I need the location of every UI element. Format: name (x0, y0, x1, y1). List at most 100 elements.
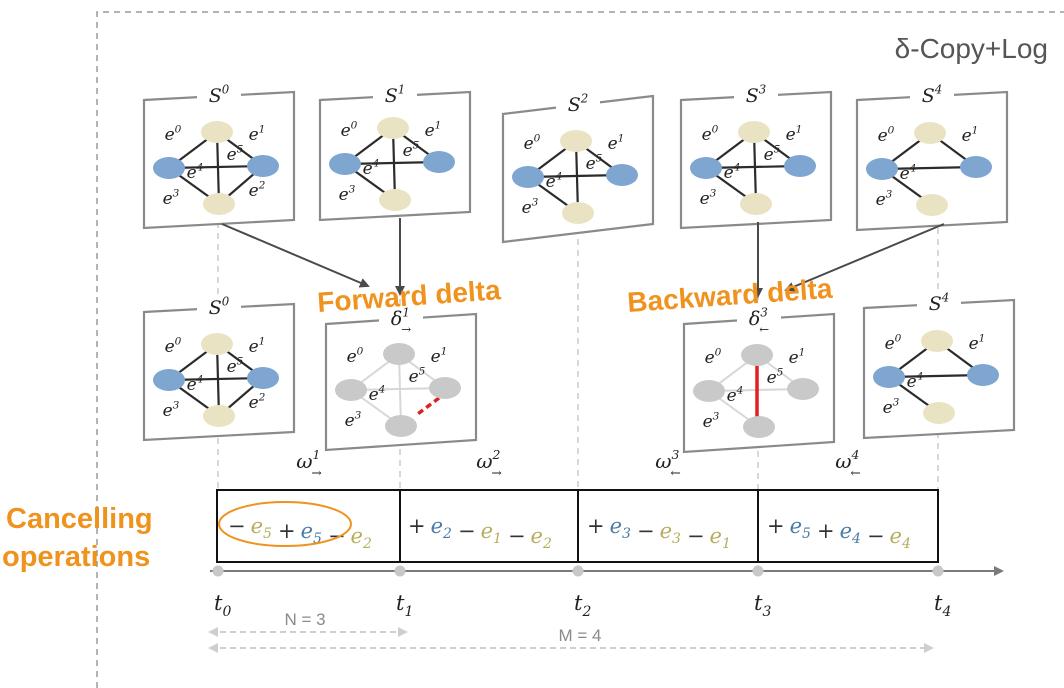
graph-node-left (335, 379, 367, 401)
edge-label: e1 (789, 346, 806, 368)
edge-label: e0 (878, 124, 895, 146)
edge-label: e0 (165, 335, 182, 357)
snapshot-frame (501, 94, 655, 244)
outer-dashed-frame (96, 11, 1064, 688)
title-backdrop (373, 82, 417, 104)
tick-label-3: t3 (754, 591, 771, 620)
edge-label: e5 (409, 365, 426, 387)
span-n-label: N = 3 (284, 610, 325, 629)
edge-label: e0 (702, 123, 719, 145)
edge-label: e0 (524, 132, 541, 154)
snapshot-title: S3 (746, 82, 767, 107)
snapshot-frame (142, 90, 296, 230)
snapshot-frame (142, 302, 296, 442)
graph-node-bottom (203, 405, 235, 427)
edge-label: e4 (724, 161, 741, 183)
diagram-title: δ-Copy+Log (895, 33, 1048, 64)
edge-label: e0 (347, 345, 364, 367)
log-table (216, 489, 939, 563)
graph-node-left (693, 380, 725, 402)
graph-node-right (247, 367, 279, 389)
snapshot-title: S0 (209, 82, 230, 107)
graph-node-left (873, 366, 905, 388)
snapshot-frame (855, 90, 1009, 232)
graph-node-top (201, 121, 233, 143)
deleted-edge-e2 (413, 396, 441, 418)
arrow-s4-to-delta3 (784, 223, 945, 292)
graph-node-bottom (923, 402, 955, 424)
tick-label-0: t0 (214, 591, 231, 620)
graph-node-top (921, 330, 953, 352)
edge-label: e1 (249, 123, 266, 145)
snapshot-title: S0 (209, 294, 230, 319)
graph-node-right (787, 378, 819, 400)
tick-dot-3 (752, 565, 764, 577)
delta-arrows (221, 218, 945, 298)
edge-label: e4 (900, 162, 917, 184)
graph-node-top (383, 343, 415, 365)
tick-dot-2 (572, 565, 584, 577)
log-cell-2: +e2−e1−e2 (408, 514, 552, 552)
tick-dot-0 (212, 565, 224, 577)
edge-label: e0 (165, 123, 182, 145)
edge-label: e0 (885, 332, 902, 354)
edge-label: e3 (339, 183, 356, 205)
tick-label-4: t4 (934, 591, 951, 620)
edge-label: e4 (727, 384, 744, 406)
cancel-highlight-ellipse (218, 501, 352, 547)
edge-label: e3 (163, 399, 180, 421)
edge-label: e4 (907, 370, 924, 392)
edge-label: e2 (249, 179, 266, 201)
omega-labels: ω1→ω2→ω3←ω4← (296, 447, 861, 480)
cancelling-label-line1: Cancelling (6, 503, 153, 535)
span-m-label: M = 4 (559, 626, 602, 645)
edge-label: e5 (586, 152, 603, 174)
title-backdrop (379, 305, 423, 327)
cancelling-label-line2: operations (2, 541, 150, 573)
snapshot-frame (862, 298, 1016, 440)
graph-node-top (738, 121, 770, 143)
title-backdrop (734, 82, 778, 104)
snapshot-title: S4 (929, 290, 950, 315)
edge-label: e1 (962, 124, 979, 146)
forward-delta-label: Forward delta (316, 274, 502, 318)
edge-label: e1 (608, 132, 625, 154)
graph-node-bottom (562, 202, 594, 224)
graph-node-right (423, 151, 455, 173)
edge-label: e3 (703, 410, 720, 432)
graph-node-right (429, 377, 461, 399)
edge-label: e5 (227, 355, 244, 377)
edge-label: e5 (764, 143, 781, 165)
graph-node-bottom (743, 416, 775, 438)
tick-dot-4 (932, 565, 944, 577)
snapshot-title: S4 (922, 82, 943, 107)
graph-node-top (201, 333, 233, 355)
graph-node-right (247, 155, 279, 177)
log-cell-3: +e3−e3−e1 (587, 514, 731, 552)
graph-node-left (329, 153, 361, 175)
edge-label: e1 (431, 345, 448, 367)
title-backdrop (737, 305, 781, 327)
graph-node-bottom (740, 193, 772, 215)
edge-label: e1 (969, 332, 986, 354)
graph-node-bottom (385, 415, 417, 437)
edge-label: e1 (249, 335, 266, 357)
edge-label: e2 (249, 391, 266, 413)
edge-label: e1 (786, 123, 803, 145)
title-backdrop (556, 91, 600, 113)
graph-edge-e5 (398, 353, 402, 427)
snapshot-frame (679, 90, 833, 230)
graph-node-bottom (916, 194, 948, 216)
edge-label: e5 (403, 139, 420, 161)
snapshot-title: δ1→ (391, 305, 411, 336)
edge-label: e4 (546, 170, 563, 192)
graph-node-bottom (379, 189, 411, 211)
